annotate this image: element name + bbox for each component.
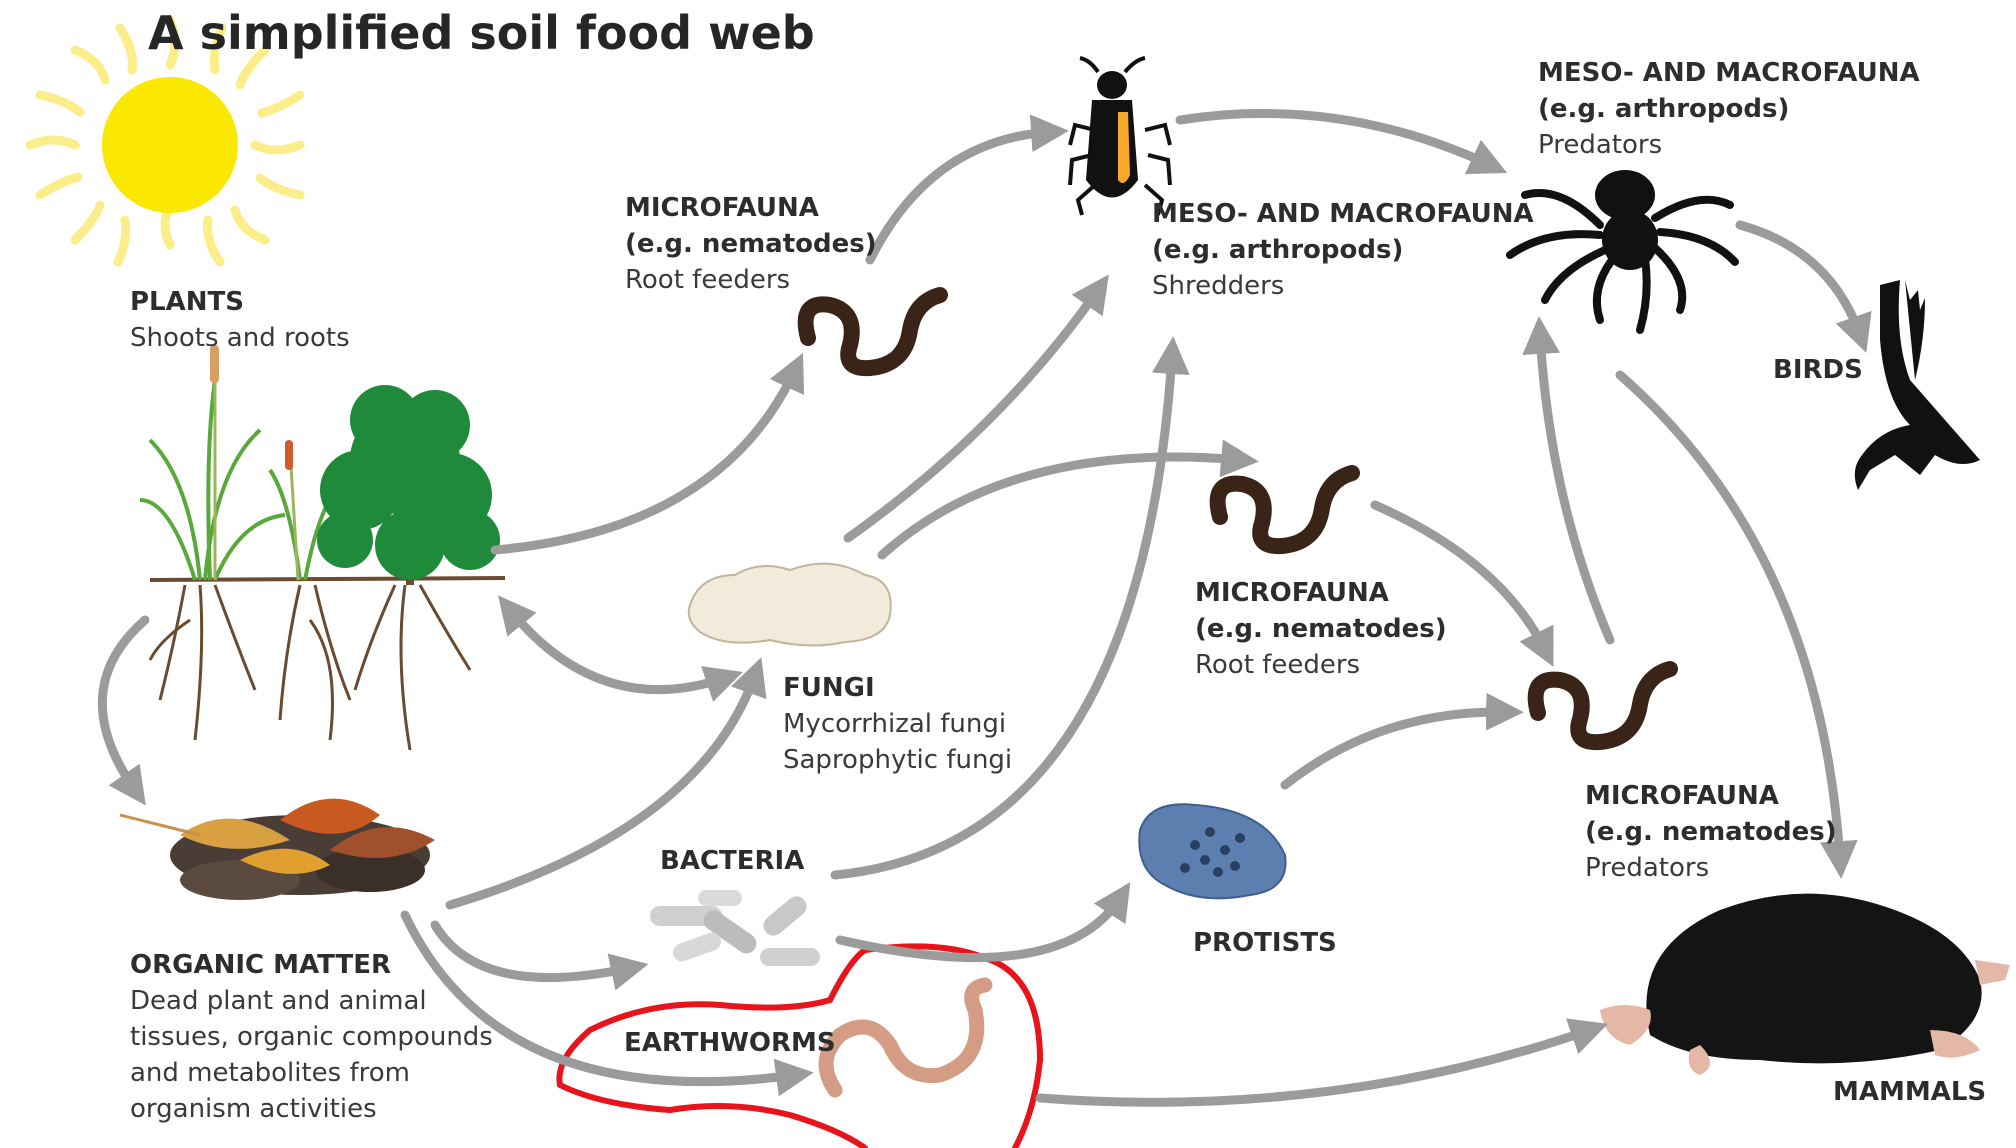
spider-icon [1510,170,1735,330]
fungi-line1: Mycorrhizal fungi [783,706,1012,742]
meso-predators-heading: MESO- AND MACROFAUNA [1538,55,1920,91]
arrow-earthworms-to-mammal [1040,1030,1590,1102]
meso-shredders-heading2: (e.g. arthropods) [1152,232,1534,268]
microfauna-predators-heading: MICROFAUNA [1585,778,1837,814]
label-meso-predators: MESO- AND MACROFAUNA (e.g. arthropods) P… [1538,55,1920,163]
mole-icon [1600,894,2010,1075]
arrow-microfauna-to-beetle [870,132,1050,260]
microfauna-root-mid-line1: Root feeders [1195,647,1447,683]
label-birds: BIRDS [1773,352,1863,388]
microfauna-root-top-heading: MICROFAUNA [625,190,877,226]
organic-matter-line2: tissues, organic compounds [130,1019,493,1055]
organic-matter-line4: organism activities [130,1091,493,1127]
birds-heading: BIRDS [1773,352,1863,388]
plants-line1: Shoots and roots [130,320,350,356]
microfauna-predators-line1: Predators [1585,850,1837,886]
protist-icon [1139,804,1285,898]
meso-predators-line1: Predators [1538,127,1920,163]
arrow-fungi-to-beetle [848,290,1098,538]
nematode-root-feeder-top-icon [806,295,940,368]
protists-heading: PROTISTS [1193,925,1337,961]
arrow-protists-to-predator [1285,712,1505,785]
arrow-plants-to-organic [102,620,145,790]
label-fungi: FUNGI Mycorrhizal fungi Saprophytic fung… [783,670,1012,778]
nematode-root-feeder-mid-icon [1218,473,1352,546]
earthworm-icon [826,985,985,1090]
label-earthworms: EARTHWORMS [624,1025,836,1061]
label-plants: PLANTS Shoots and roots [130,284,350,356]
label-organic-matter: ORGANIC MATTER Dead plant and animal tis… [130,947,493,1127]
microfauna-root-top-line1: Root feeders [625,262,877,298]
organic-matter-line1: Dead plant and animal [130,983,493,1019]
meso-shredders-heading: MESO- AND MACROFAUNA [1152,196,1534,232]
organic-matter-line3: and metabolites from [130,1055,493,1091]
label-protists: PROTISTS [1193,925,1337,961]
microfauna-root-top-heading2: (e.g. nematodes) [625,226,877,262]
arrow-spider-to-bird [1740,225,1860,335]
arrow-bacteria-to-protists [840,898,1120,958]
fungi-line2: Saprophytic fungi [783,742,1012,778]
beetle-icon [1070,58,1170,215]
bird-icon [1855,280,1980,490]
label-mammals: MAMMALS [1833,1074,1986,1110]
microfauna-predators-heading2: (e.g. nematodes) [1585,814,1837,850]
fungi-icon [689,564,891,646]
earthworms-heading: EARTHWORMS [624,1025,836,1061]
meso-predators-heading2: (e.g. arthropods) [1538,91,1920,127]
label-microfauna-predators: MICROFAUNA (e.g. nematodes) Predators [1585,778,1837,886]
plants-heading: PLANTS [130,284,350,320]
label-microfauna-root-top: MICROFAUNA (e.g. nematodes) Root feeders [625,190,877,298]
diagram-title: A simplified soil food web [148,6,815,60]
mammals-heading: MAMMALS [1833,1074,1986,1110]
arrow-nematode-predator-to-spider [1540,335,1610,640]
fungi-heading: FUNGI [783,670,1012,706]
nematode-predator-icon [1536,669,1670,742]
arrow-beetle-to-spider [1180,113,1490,165]
label-meso-shredders: MESO- AND MACROFAUNA (e.g. arthropods) S… [1152,196,1534,304]
label-bacteria: BACTERIA [660,843,804,879]
microfauna-root-mid-heading2: (e.g. nematodes) [1195,611,1447,647]
organic-matter-heading: ORGANIC MATTER [130,947,493,983]
meso-shredders-line1: Shredders [1152,268,1534,304]
organic-matter-icon [120,799,435,900]
bacteria-heading: BACTERIA [660,843,804,879]
plants-icon [140,345,505,750]
label-microfauna-root-mid: MICROFAUNA (e.g. nematodes) Root feeders [1195,575,1447,683]
microfauna-root-mid-heading: MICROFAUNA [1195,575,1447,611]
arrow-plants-to-microfauna [495,370,795,550]
bacteria-icon [650,890,820,966]
